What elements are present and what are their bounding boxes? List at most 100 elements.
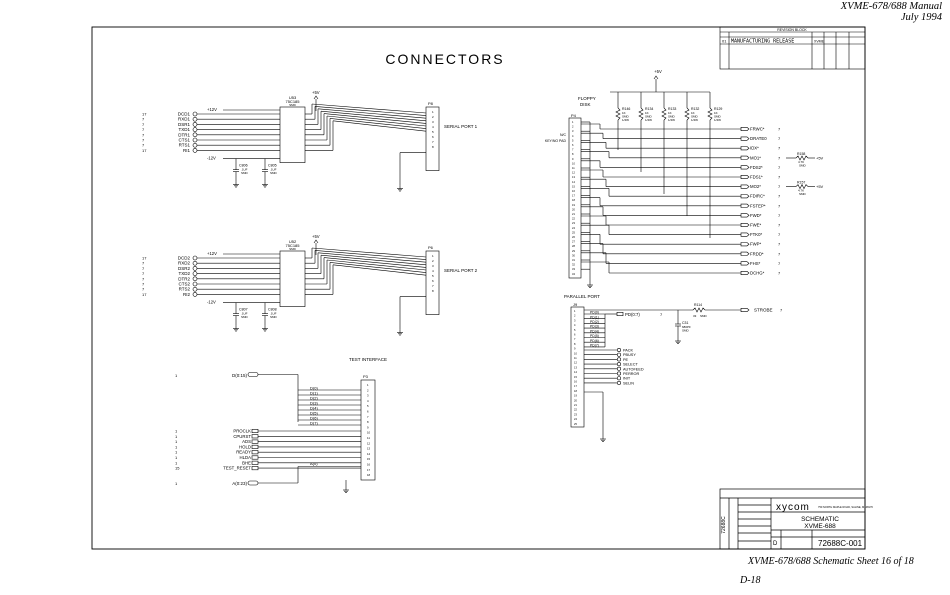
driver-chip xyxy=(279,106,306,163)
signal-port xyxy=(251,455,259,460)
pin-number: 6 xyxy=(574,333,576,337)
parallel-bit-label: PD(7) xyxy=(590,344,599,348)
resistor-ref: R114 xyxy=(694,303,702,307)
sheet-ref: 17 xyxy=(142,148,147,153)
pin-number: 14 xyxy=(367,452,371,456)
chip-ref: U53 xyxy=(289,95,297,100)
pin-number: 25 xyxy=(572,230,575,234)
floppy-signal-name: FRDD* xyxy=(750,251,764,256)
floppy-signal-name: FWP* xyxy=(750,242,762,247)
signal-name: CTS2 xyxy=(178,282,190,287)
revision-block xyxy=(719,26,866,70)
status-signal-name: INIT xyxy=(623,377,631,381)
cap-ref: C31 xyxy=(682,321,688,325)
floppy-vcc: +5V xyxy=(654,69,662,74)
signal-name: RTS1 xyxy=(179,143,191,148)
pin-number: 5 xyxy=(432,130,434,134)
bus-port xyxy=(616,311,624,316)
signal-port xyxy=(192,271,198,276)
resistor-power: 1/4W xyxy=(622,118,629,122)
test-signal-name: CPURST xyxy=(233,434,251,439)
pin-number: 12 xyxy=(574,361,577,365)
pin-number: 3 xyxy=(572,129,574,133)
pin-number: 1 xyxy=(574,309,576,313)
resistor-value: 1K xyxy=(645,111,649,115)
pin-number: 20 xyxy=(574,398,577,402)
resistor-package: SMD xyxy=(700,314,708,318)
sheet-ref: 7 xyxy=(778,203,781,208)
parallel-bit-label: PD(1) xyxy=(590,315,599,319)
floppy-signal-name: FWD* xyxy=(750,213,762,218)
pin-number: 6 xyxy=(432,135,434,139)
bus-port xyxy=(247,372,259,377)
status-signal-name: PERROR xyxy=(623,372,640,376)
signal-port xyxy=(251,460,259,465)
signal-port xyxy=(740,242,750,247)
signal-name: RXD1 xyxy=(178,117,191,122)
drawing-title-2: XVME-688 xyxy=(804,523,836,530)
drawing-number: 72688C-001 xyxy=(818,539,863,548)
pin-number: 7 xyxy=(574,337,576,341)
resistor-power: 1/4W xyxy=(691,118,698,122)
pos-supply-label: +12V xyxy=(207,107,217,112)
pin-number: 6 xyxy=(572,143,574,147)
pin-number: 20 xyxy=(572,207,575,211)
signal-wire xyxy=(329,118,427,129)
revision-description: MANUFACTURING RELEASE xyxy=(731,39,794,45)
pin-number: 22 xyxy=(574,408,577,412)
pin-number: 11 xyxy=(367,436,370,440)
sheet-ref: 7 xyxy=(778,194,781,199)
parallel-title: PARALLEL PORT xyxy=(564,294,600,299)
pin-number: 3 xyxy=(432,264,434,268)
chip-package: SMD xyxy=(289,247,297,251)
pin-number: 25 xyxy=(574,422,577,426)
pin-number: 4 xyxy=(432,125,434,129)
pin-number: 5 xyxy=(572,138,574,142)
port-label: SERIAL PORT 1 xyxy=(444,124,478,129)
cap-value: .1UF xyxy=(270,312,277,316)
floppy-signal-name: DCHG* xyxy=(750,271,765,276)
chip-package: SMD xyxy=(289,103,297,107)
manual-title: XVME-678/688 Manual xyxy=(840,1,942,12)
status-signal-name: SELECT xyxy=(623,363,638,367)
floppy-signal-name: MO2* xyxy=(750,184,761,189)
parallel-port-circuit: PARALLEL PORTJ91234567891011121314151617… xyxy=(564,294,783,442)
sheet-ref: 7 xyxy=(142,271,145,276)
chip-ref: U52 xyxy=(289,239,297,244)
signal-port xyxy=(251,466,259,471)
pin-number: 15 xyxy=(572,184,575,188)
pin-number: 3 xyxy=(432,120,434,124)
signal-port xyxy=(192,255,198,261)
pin-number: 8 xyxy=(574,342,576,346)
status-port xyxy=(616,366,621,371)
sheet-ref: 1 xyxy=(175,439,178,444)
sheet-caption: XVME-678/688 Schematic Sheet 16 of 18 xyxy=(748,556,914,567)
resistor-package: SMD xyxy=(691,115,699,119)
pin-number: 2 xyxy=(367,388,369,392)
cap-package: SMD xyxy=(241,315,249,319)
pin-number: 11 xyxy=(574,356,577,360)
sheet-ref: 7 xyxy=(142,132,145,137)
resistor-ref: R133 xyxy=(668,107,676,111)
sheet-ref: 7 xyxy=(778,155,781,160)
sheet-ref: 1 xyxy=(175,460,178,465)
signal-port xyxy=(192,276,198,282)
status-port xyxy=(616,376,621,381)
pin-number: 8 xyxy=(432,145,434,149)
sheet-border xyxy=(91,26,866,550)
signal-port xyxy=(740,223,750,227)
signal-port xyxy=(192,260,198,266)
pin-number: 16 xyxy=(572,189,575,193)
signal-port xyxy=(251,450,259,455)
bus-port xyxy=(247,480,259,486)
signal-port xyxy=(740,175,750,179)
bus-sheet-ref: 1 xyxy=(175,373,178,378)
floppy-signal-name: FDIRC* xyxy=(750,194,765,199)
sheet-ref: 7 xyxy=(142,138,145,143)
floppy-subtitle: DISK xyxy=(580,102,591,107)
resistor-symbol xyxy=(795,155,809,161)
sheet-ref: 7 xyxy=(142,143,145,148)
signal-port xyxy=(740,136,750,141)
resistor-package: SMD xyxy=(622,115,630,119)
